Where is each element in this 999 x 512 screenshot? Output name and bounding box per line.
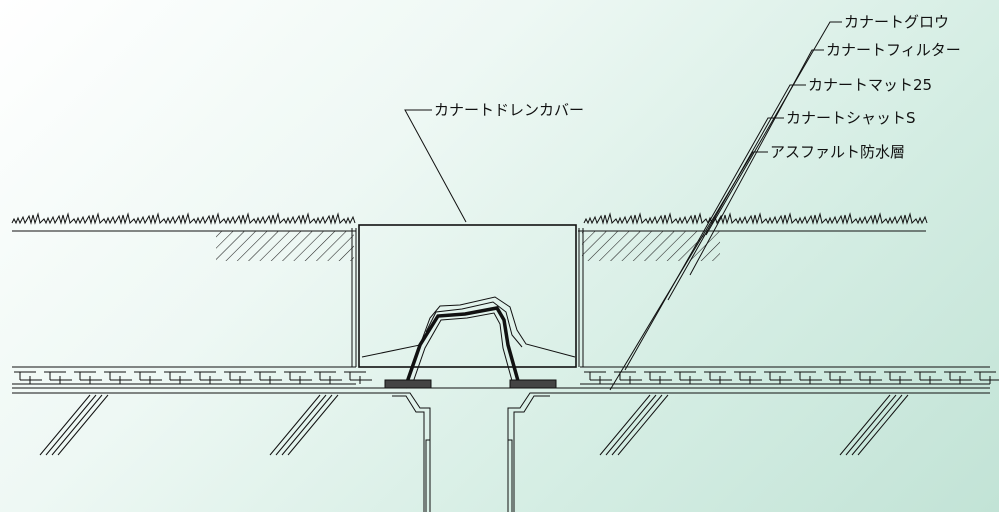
leader-filter xyxy=(689,49,824,276)
leader-grow xyxy=(705,21,842,236)
label-waterproof: アスファルト防水層 xyxy=(770,143,906,161)
soil-hatch-right xyxy=(582,231,720,261)
grass-left xyxy=(11,212,356,225)
grass-right xyxy=(583,212,928,225)
flange-right xyxy=(509,379,557,389)
label-shut: カナートシャットS xyxy=(786,109,916,127)
leader-mat xyxy=(667,84,806,301)
label-grow: カナートグロウ xyxy=(844,13,950,31)
label-drain-cover: カナートドレンカバー xyxy=(434,101,585,119)
leader-waterproof xyxy=(609,151,768,391)
leader-drain-cover xyxy=(404,109,467,223)
drain-cover-box xyxy=(358,224,577,368)
drain-strainer xyxy=(403,306,522,389)
drainage-mat-pattern xyxy=(14,371,999,384)
cover-slope-left xyxy=(361,296,576,358)
soil-hatch-left xyxy=(216,231,354,261)
flange-left xyxy=(384,379,432,389)
drain-pipe-right xyxy=(507,392,556,512)
label-filter: カナートフィルター xyxy=(826,41,961,59)
drain-pipe-left xyxy=(386,392,431,512)
label-mat: カナートマット25 xyxy=(808,76,933,94)
concrete-slab-hatch xyxy=(39,394,909,456)
